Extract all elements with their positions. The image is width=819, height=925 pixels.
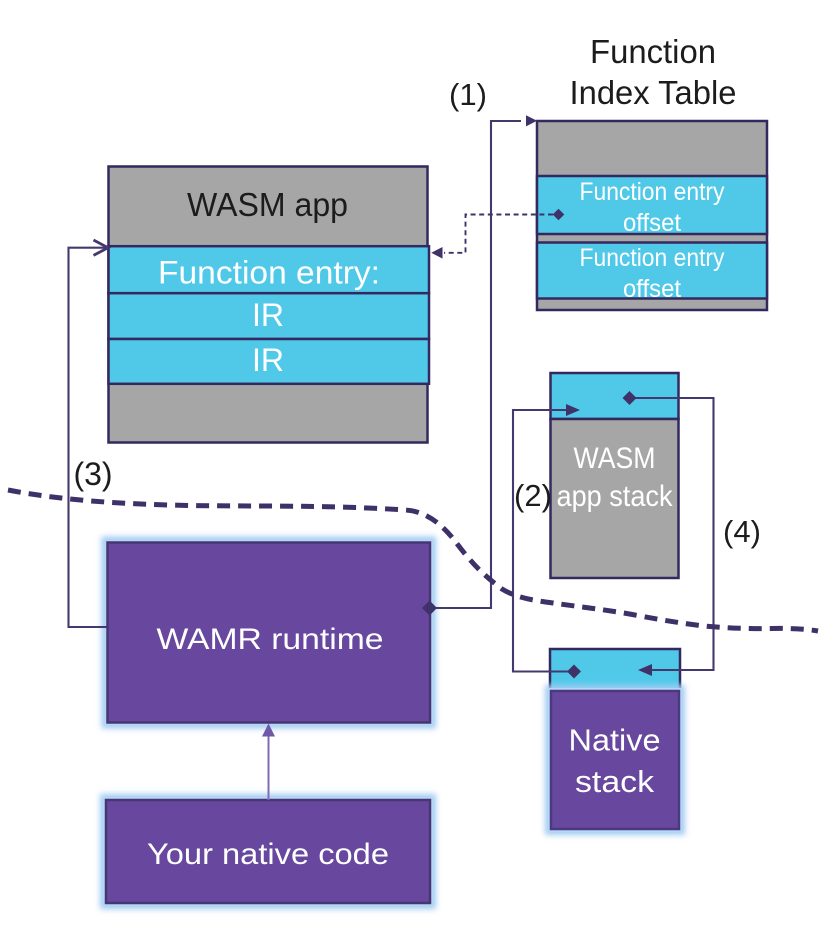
svg-text:IR: IR — [252, 342, 284, 378]
svg-text:(1): (1) — [449, 77, 487, 112]
svg-text:(2): (2) — [514, 478, 552, 513]
svg-text:Function entry:: Function entry: — [158, 255, 380, 291]
svg-text:WASM: WASM — [574, 442, 656, 475]
svg-text:(4): (4) — [723, 514, 761, 549]
svg-text:Function entry: Function entry — [580, 178, 725, 206]
svg-text:Your native code: Your native code — [147, 838, 389, 871]
svg-text:IR: IR — [252, 297, 284, 333]
svg-text:app stack: app stack — [557, 480, 674, 513]
svg-text:offset: offset — [623, 209, 681, 237]
svg-text:stack: stack — [575, 764, 655, 799]
svg-text:WAMR runtime: WAMR runtime — [157, 623, 384, 656]
svg-text:Function: Function — [590, 33, 716, 70]
svg-text:Native: Native — [569, 723, 661, 758]
svg-text:Index Table: Index Table — [570, 74, 737, 111]
svg-text:Function entry: Function entry — [580, 244, 725, 272]
svg-text:(3): (3) — [73, 456, 112, 492]
svg-text:offset: offset — [623, 275, 681, 303]
svg-text:WASM app: WASM app — [187, 186, 348, 223]
